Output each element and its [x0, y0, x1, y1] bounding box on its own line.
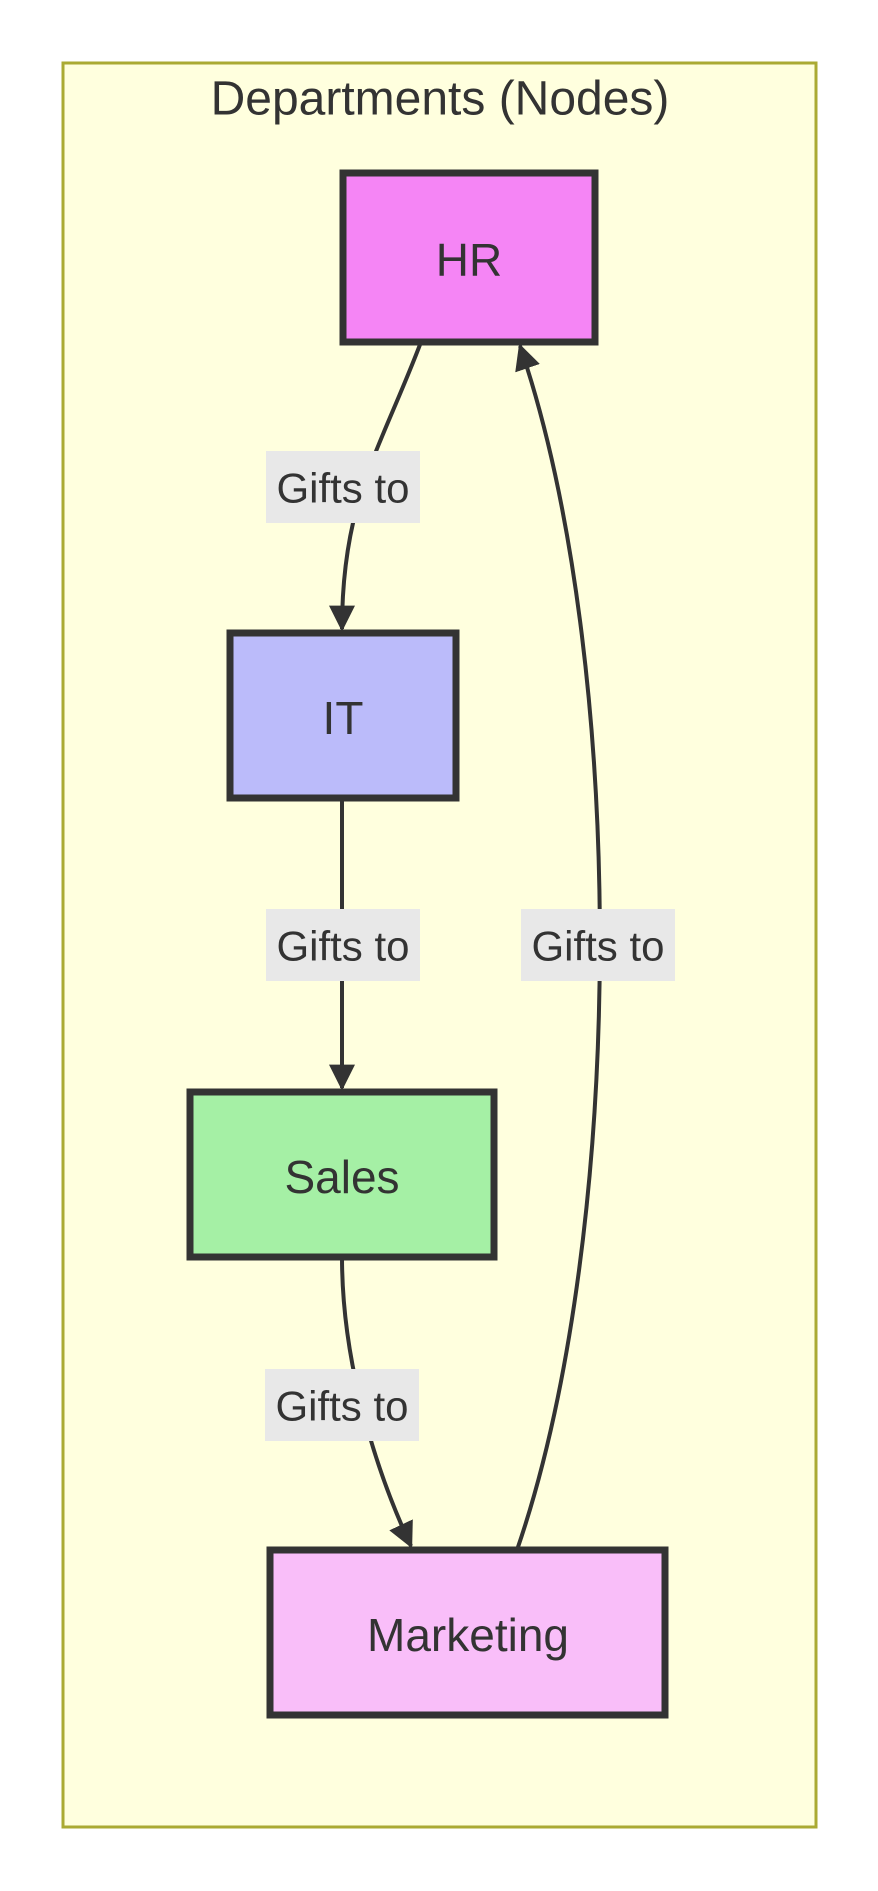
- node-it: IT: [226, 629, 460, 802]
- edge-label-marketing-hr: Gifts to: [521, 909, 675, 981]
- node-marketing: Marketing: [266, 1546, 669, 1719]
- node-marketing-box: [266, 1546, 669, 1719]
- edge-label-text: Gifts to: [276, 923, 409, 970]
- node-sales: Sales: [186, 1088, 498, 1261]
- edge-labels-layer: Gifts to Gifts to Gifts to Gifts to: [265, 451, 675, 1441]
- node-it-label: IT: [323, 692, 364, 744]
- edge-label-background: [265, 1369, 419, 1441]
- edge-label-background: [266, 909, 420, 981]
- edge-label-it-sales: Gifts to: [266, 909, 420, 981]
- node-sales-box: [186, 1088, 498, 1261]
- edge-label-text: Gifts to: [531, 923, 664, 970]
- node-it-box: [226, 629, 460, 802]
- cluster-departments: Departments (Nodes): [61, 61, 818, 1829]
- node-sales-label: Sales: [284, 1151, 399, 1203]
- node-hr-label: HR: [436, 234, 502, 286]
- cluster-background: [61, 61, 818, 1829]
- node-hr-box: [339, 169, 599, 346]
- edge-label-text: Gifts to: [276, 465, 409, 512]
- cluster-title: Departments (Nodes): [211, 73, 670, 126]
- edge-label-background: [521, 909, 675, 981]
- node-marketing-label: Marketing: [367, 1609, 569, 1661]
- nodes-layer: HR IT Sales Marketing: [186, 169, 669, 1719]
- node-hr: HR: [339, 169, 599, 346]
- edge-label-background: [266, 451, 420, 523]
- edge-label-text: Gifts to: [275, 1383, 408, 1430]
- edge-label-hr-it: Gifts to: [266, 451, 420, 523]
- edge-label-sales-marketing: Gifts to: [265, 1369, 419, 1441]
